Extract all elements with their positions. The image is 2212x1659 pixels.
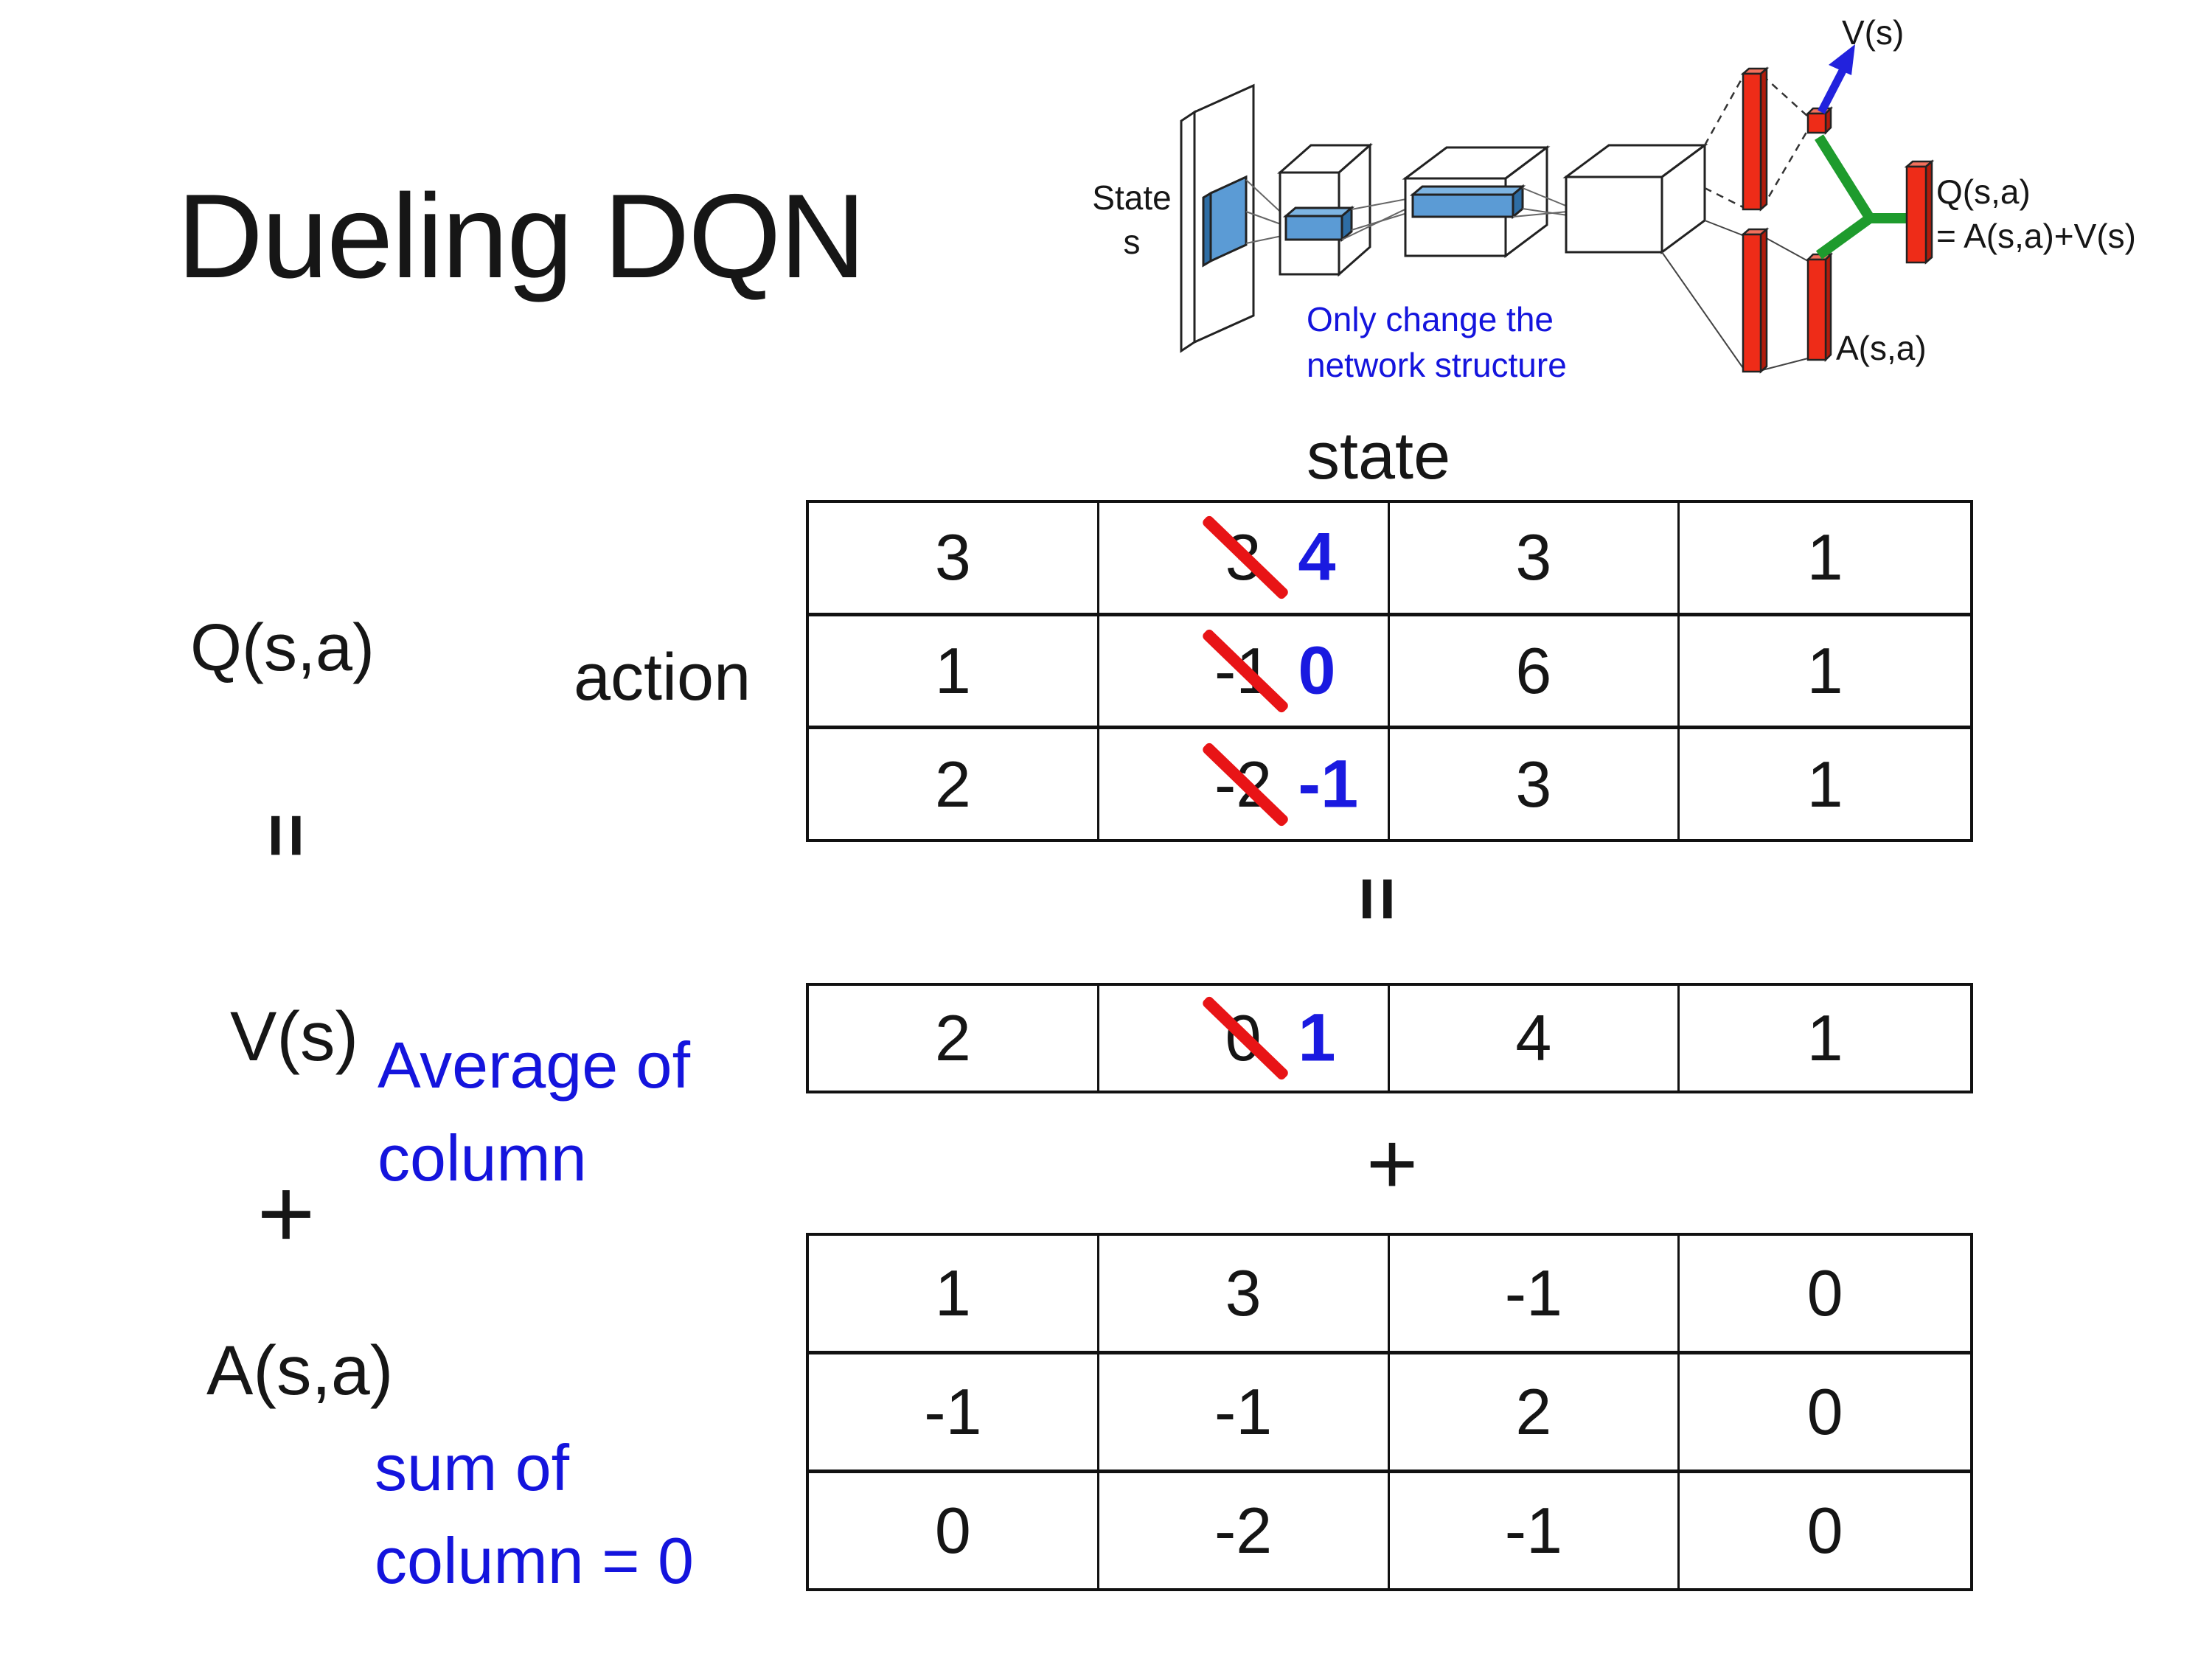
a-stream-lines: [1661, 220, 1809, 371]
sum-note: sum of column = 0: [375, 1422, 694, 1607]
new-value: 1: [1298, 1000, 1336, 1076]
old-value: 0: [1200, 995, 1290, 1082]
sum-note-line1: sum of: [375, 1431, 570, 1504]
old-value: -1: [1200, 627, 1290, 714]
strikethrough-icon: [1200, 995, 1290, 1082]
table-cell: 6: [1390, 616, 1680, 726]
strikethrough-icon: [1200, 514, 1290, 601]
diagram-note-line2: network structure: [1307, 346, 1567, 384]
equals-rotated-left: =: [243, 813, 330, 858]
table-cell: 2: [1390, 1354, 1680, 1470]
table-cell: 0: [1806, 1375, 1843, 1448]
equals-rotated-mid: =: [1335, 876, 1421, 922]
table-row: 20141: [809, 986, 1970, 1091]
average-note: Average of column: [378, 1019, 690, 1205]
sum-note-line2: column = 0: [375, 1524, 694, 1597]
new-value: 0: [1298, 633, 1336, 709]
feature-cuboid-1: [1282, 205, 1355, 243]
table-cell: 3: [1099, 1236, 1390, 1351]
a-vector-bar: [1805, 251, 1834, 363]
table-cell: 0: [1806, 1256, 1843, 1329]
old-value: 3: [1200, 514, 1290, 601]
merge-y-connector: [1815, 134, 1908, 260]
strikethrough-icon: [1200, 741, 1290, 828]
table-row: 2-2-131: [809, 729, 1970, 840]
table-cell: -2-1: [1099, 729, 1390, 840]
table-cell: 0: [809, 1473, 1099, 1588]
a-term-label: A(s,a): [206, 1332, 394, 1410]
q-term-label: Q(s,a): [190, 611, 375, 685]
table-cell: 1: [809, 1236, 1099, 1351]
slide-title: Dueling DQN: [177, 170, 866, 303]
conv-funnel-lines-2: [1341, 197, 1415, 240]
table-cell: 3: [1390, 503, 1680, 613]
q-output-bar: [1904, 159, 1935, 265]
v-stream-dashed-lines: [1703, 73, 1809, 209]
input-feature-patch: [1202, 175, 1248, 268]
v-arrow-icon: [1818, 44, 1855, 114]
table-cell: 2: [809, 986, 1099, 1091]
table-cell: 34: [1099, 503, 1390, 613]
q-output-label: Q(s,a) = A(s,a)+V(s): [1936, 170, 2136, 258]
table-cell: -2: [1099, 1473, 1390, 1588]
feature-cuboid-2: [1409, 184, 1526, 220]
conv-funnel-lines-3: [1512, 187, 1568, 218]
table-cell: 1: [1806, 634, 1843, 707]
table-cell: 1: [1806, 1001, 1843, 1074]
table-cell: -1: [809, 1354, 1099, 1470]
table-cell: 1: [1806, 747, 1843, 821]
v-output-label: V(s): [1842, 13, 1905, 52]
hidden-bar-top: [1740, 66, 1770, 212]
v-value-table: 20141: [806, 983, 1973, 1093]
a-output-label: A(s,a): [1836, 329, 1927, 367]
state-input-label-line2: s: [1123, 223, 1141, 261]
action-axis-label: action: [574, 641, 751, 714]
diagram-note: Only change the network structure: [1307, 296, 1567, 388]
table-cell: 0: [1806, 1494, 1843, 1567]
new-value: 4: [1298, 519, 1336, 595]
state-input-label: State s: [1077, 175, 1187, 264]
table-cell: -10: [1099, 616, 1390, 726]
average-note-line1: Average of: [378, 1029, 691, 1102]
conv-box-3: [1562, 143, 1708, 254]
old-value: -2: [1200, 741, 1290, 828]
plus-operator-left: +: [257, 1157, 316, 1269]
hidden-bar-bottom: [1740, 227, 1770, 374]
table-cell: 3: [809, 503, 1099, 613]
v-scalar-node: [1805, 105, 1834, 136]
average-note-line2: column: [378, 1121, 587, 1194]
table-cell: -1: [1390, 1236, 1680, 1351]
table-cell: 1: [1806, 521, 1843, 594]
table-cell: 4: [1390, 986, 1680, 1091]
table-row: 33431: [809, 503, 1970, 616]
q-output-label-line2: = A(s,a)+V(s): [1936, 217, 2136, 255]
state-input-label-line1: State: [1092, 178, 1172, 217]
table-cell: 2: [809, 729, 1099, 840]
table-cell: 01: [1099, 986, 1390, 1091]
strikethrough-icon: [1200, 627, 1290, 714]
table-cell: 3: [1390, 729, 1680, 840]
state-axis-label: state: [1307, 420, 1451, 493]
table-cell: -1: [1390, 1473, 1680, 1588]
table-cell: -1: [1099, 1354, 1390, 1470]
new-value: -1: [1298, 746, 1359, 822]
q-output-label-line1: Q(s,a): [1936, 173, 2031, 211]
diagram-note-line1: Only change the: [1307, 300, 1554, 338]
table-cell: 1: [809, 616, 1099, 726]
plus-operator-mid: +: [1366, 1114, 1419, 1213]
v-term-label: V(s): [230, 998, 359, 1076]
